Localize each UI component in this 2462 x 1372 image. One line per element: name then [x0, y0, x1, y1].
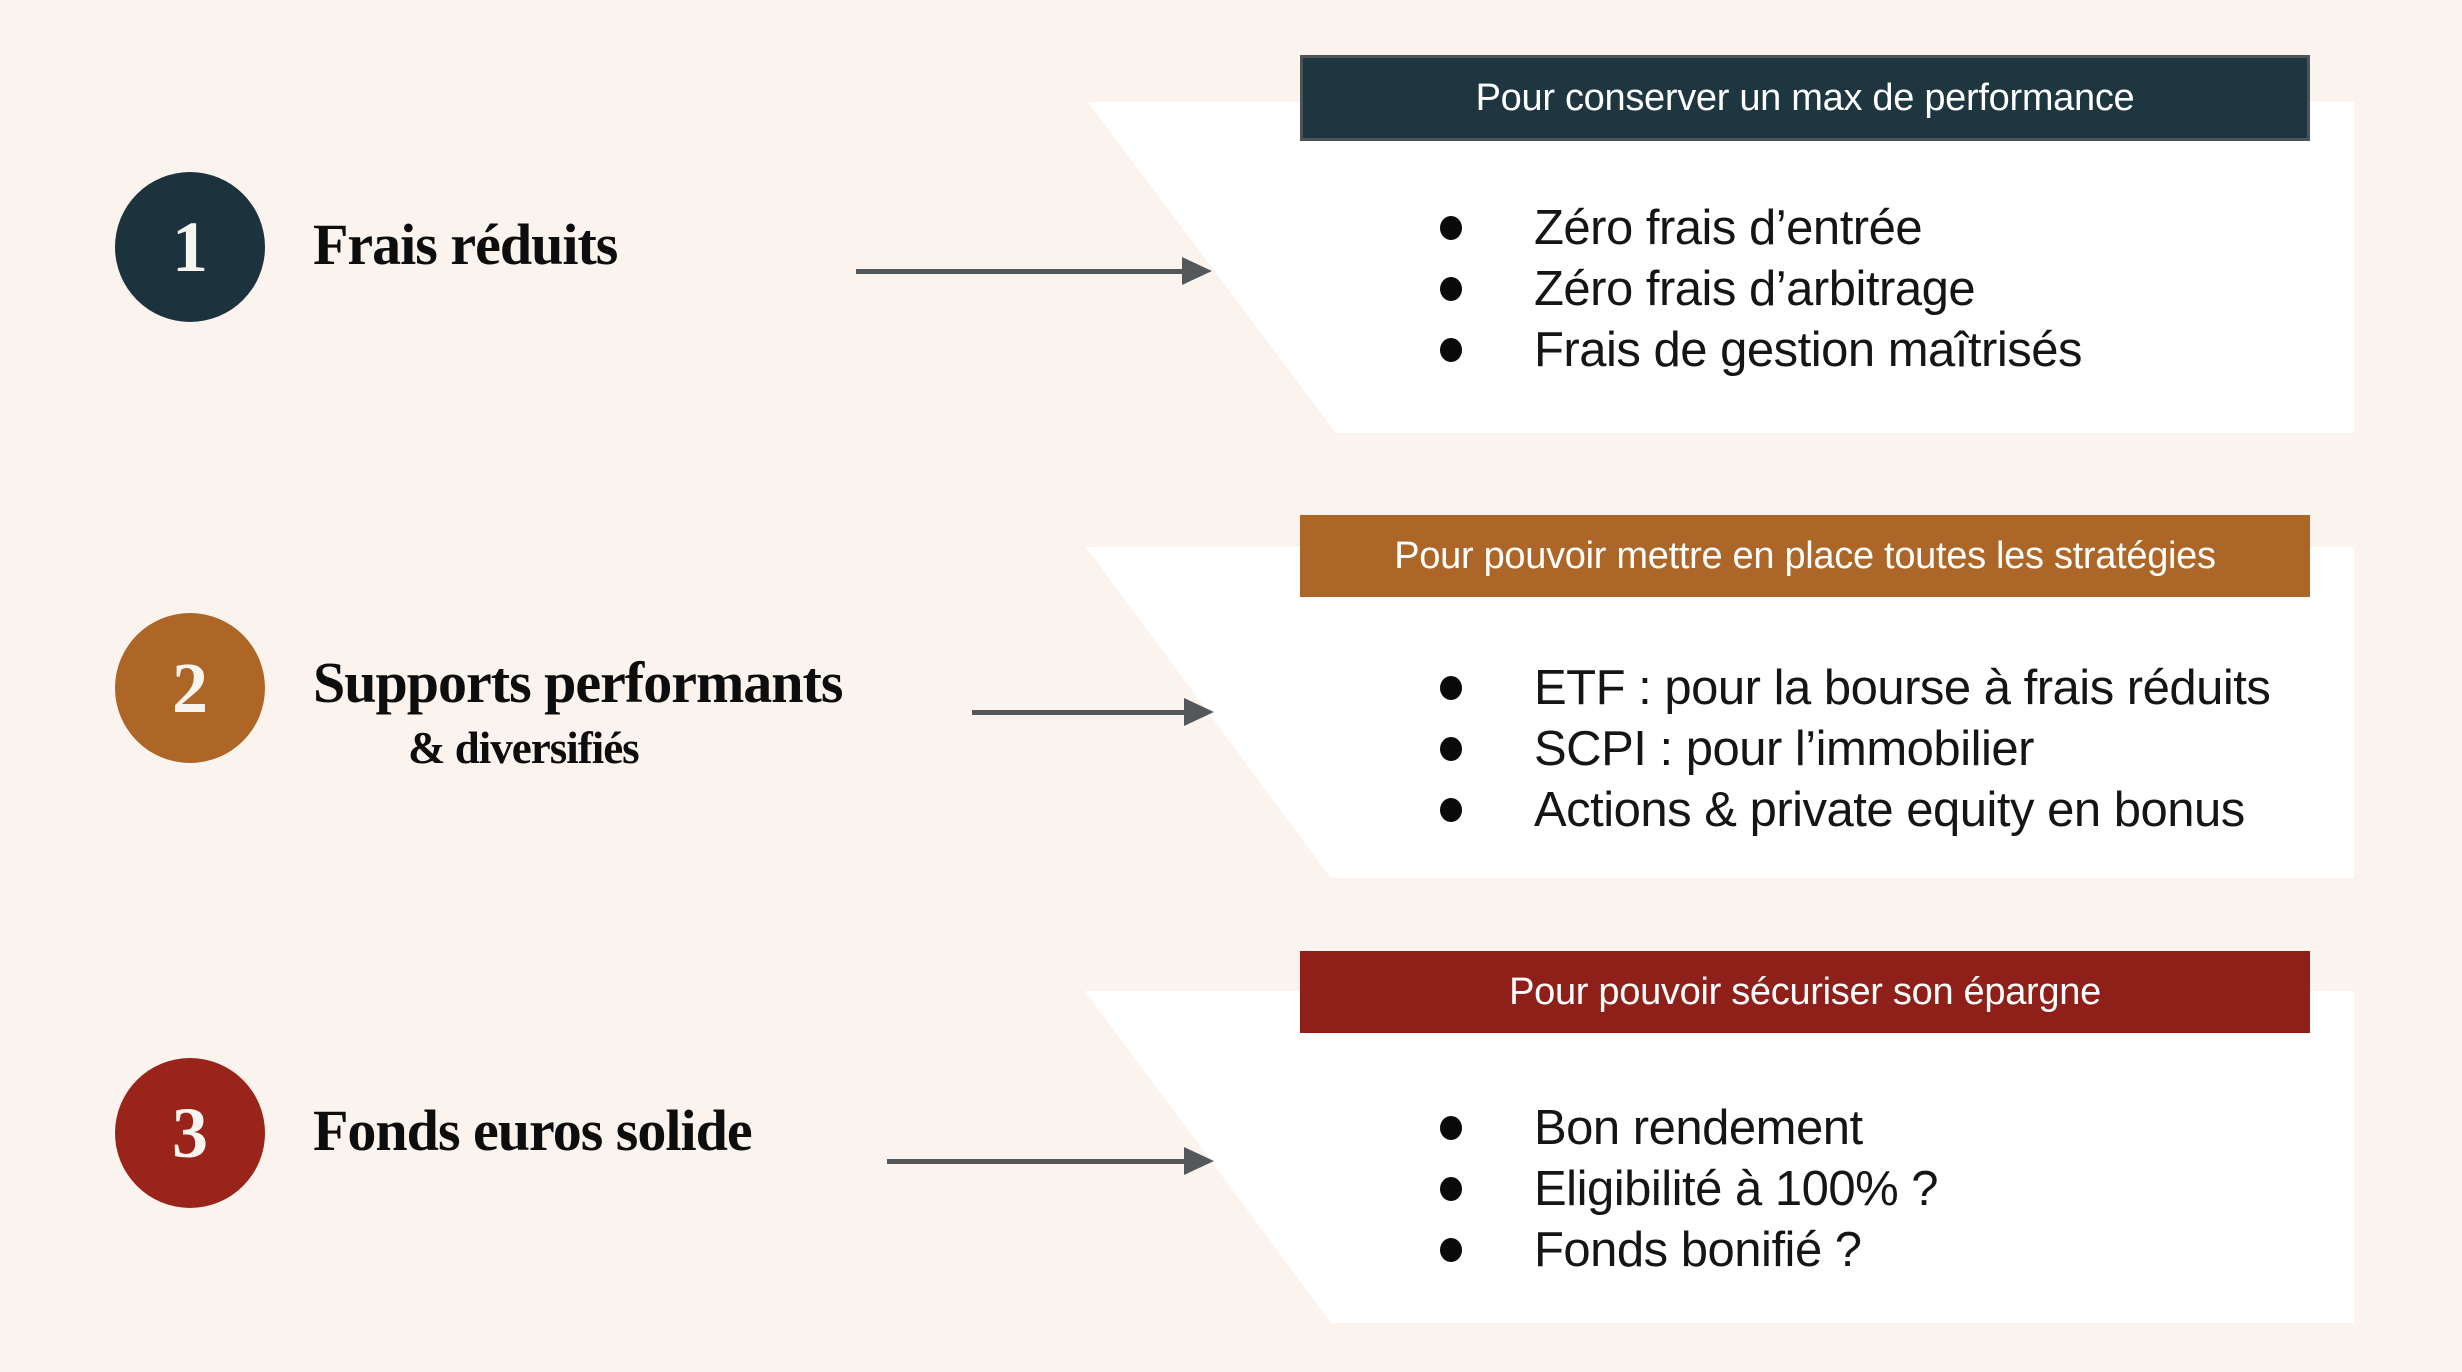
- step-title: Frais réduits: [313, 212, 618, 279]
- list-item: Zéro frais d’entrée: [1440, 197, 2082, 258]
- step-title-line: Fonds euros solide: [313, 1098, 753, 1163]
- bullet-list: Bon rendement Eligibilité à 100% ? Fonds…: [1440, 1097, 1939, 1280]
- list-item-label: Frais de gestion maîtrisés: [1534, 322, 2083, 377]
- list-item-label: Actions & private equity en bonus: [1534, 782, 2245, 837]
- section-header-label: Pour pouvoir mettre en place toutes les …: [1394, 534, 2216, 577]
- step-number-badge: 2: [115, 613, 265, 763]
- step-title-line: Supports performants: [313, 650, 843, 715]
- list-item-label: Bon rendement: [1534, 1100, 1863, 1155]
- list-item-label: ETF : pour la bourse à frais réduits: [1534, 660, 2271, 715]
- bullet-dot-icon: [1440, 675, 1462, 700]
- step-title: Supports performants & diversifiés: [313, 650, 843, 774]
- step-title-line: Frais réduits: [313, 212, 618, 277]
- list-item: Zéro frais d’arbitrage: [1440, 258, 2082, 319]
- bullet-dot-icon: [1440, 736, 1462, 761]
- content-panel: [1085, 991, 2354, 1323]
- list-item: SCPI : pour l’immobilier: [1440, 718, 2270, 779]
- list-item: Bon rendement: [1440, 1097, 1938, 1158]
- list-item-label: Eligibilité à 100% ?: [1534, 1161, 1939, 1216]
- list-item-label: Fonds bonifié ?: [1534, 1222, 1862, 1277]
- bullet-dot-icon: [1440, 276, 1462, 301]
- list-item: ETF : pour la bourse à frais réduits: [1440, 657, 2271, 718]
- list-item-label: Zéro frais d’entrée: [1534, 200, 1923, 255]
- section-header-label: Pour pouvoir sécuriser son épargne: [1509, 970, 2101, 1013]
- step-title: Fonds euros solide: [313, 1098, 753, 1165]
- section-header-bar: Pour conserver un max de performance: [1300, 55, 2310, 141]
- list-item-label: Zéro frais d’arbitrage: [1534, 261, 1976, 316]
- step-subtitle-line: & diversifiés: [408, 722, 640, 773]
- list-item: Fonds bonifié ?: [1440, 1219, 1938, 1280]
- arrow-right-icon: [856, 257, 1212, 285]
- step-number: 1: [172, 206, 208, 287]
- step-number: 3: [172, 1092, 208, 1173]
- arrow-right-icon: [887, 1147, 1214, 1175]
- list-item-label: SCPI : pour l’immobilier: [1534, 721, 2034, 776]
- bullet-dot-icon: [1440, 1237, 1462, 1262]
- arrow-right-icon: [972, 698, 1214, 726]
- step-number-badge: 1: [115, 172, 265, 322]
- bullet-dot-icon: [1440, 337, 1462, 362]
- list-item: Actions & private equity en bonus: [1440, 779, 2270, 840]
- section-header-label: Pour conserver un max de performance: [1475, 76, 2135, 119]
- bullet-dot-icon: [1440, 1115, 1462, 1140]
- content-panel: [1088, 102, 2354, 433]
- section-header-bar: Pour pouvoir sécuriser son épargne: [1300, 951, 2310, 1033]
- list-item: Frais de gestion maîtrisés: [1440, 319, 2083, 380]
- bullet-list: Zéro frais d’entrée Zéro frais d’arbitra…: [1440, 197, 2083, 380]
- bullet-dot-icon: [1440, 1176, 1462, 1201]
- bullet-dot-icon: [1440, 797, 1462, 822]
- list-item: Eligibilité à 100% ?: [1440, 1158, 1939, 1219]
- step-number: 2: [172, 647, 208, 728]
- bullet-list: ETF : pour la bourse à frais réduits SCP…: [1440, 657, 2271, 840]
- content-panel: [1086, 547, 2354, 878]
- section-header-bar: Pour pouvoir mettre en place toutes les …: [1300, 515, 2310, 597]
- bullet-dot-icon: [1440, 215, 1462, 240]
- step-number-badge: 3: [115, 1058, 265, 1208]
